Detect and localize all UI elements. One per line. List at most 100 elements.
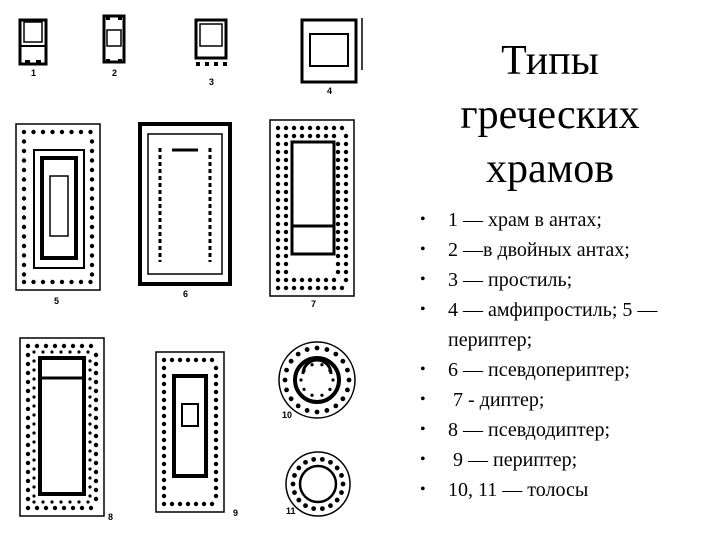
column-dot (335, 221, 341, 227)
column-dot (21, 272, 27, 277)
column-dot (299, 285, 305, 291)
bullet-icon: • (420, 451, 426, 468)
column-dot (299, 133, 305, 139)
column-dot (88, 343, 94, 349)
column-dot (40, 279, 46, 285)
column-dot (275, 189, 281, 195)
column-dot (283, 125, 289, 131)
column-dot (34, 343, 40, 349)
column-dot (283, 149, 289, 155)
column-dot (343, 165, 349, 171)
column-dot (93, 370, 99, 376)
column-dot (21, 196, 27, 201)
column-dot (52, 505, 58, 511)
column-dot (339, 473, 344, 478)
column-dot (177, 357, 183, 363)
column-dot (21, 177, 27, 182)
column-dot (275, 149, 281, 155)
column-dot (343, 253, 349, 259)
list-item-text: 7 - диптер; (448, 389, 545, 411)
column-dot (323, 285, 329, 291)
column-dot (213, 485, 219, 491)
column-dot (213, 477, 219, 483)
column-dot (291, 277, 297, 283)
column-dot (213, 397, 219, 403)
column-dot (89, 224, 95, 230)
column-dot (50, 279, 55, 285)
column-dot (340, 396, 346, 402)
list-item-text: 1 — храм в антах; (448, 209, 602, 231)
column-dot (89, 253, 95, 258)
column-dot (32, 449, 36, 453)
column-dot (93, 388, 99, 394)
column-dot (275, 229, 281, 235)
column-dot (201, 501, 207, 507)
column-dot (89, 272, 95, 277)
column-dot (339, 125, 345, 131)
column-dot (185, 357, 191, 363)
column-dot (213, 437, 219, 443)
column-dot (343, 213, 349, 219)
column-dot (213, 429, 219, 435)
column-dot (161, 421, 167, 427)
column-dot (169, 501, 175, 507)
column-dot (88, 485, 92, 489)
column-dot (335, 229, 341, 235)
column-dot (283, 197, 289, 203)
column-dot (213, 493, 219, 499)
column-dot (335, 189, 341, 195)
column-dot (89, 167, 95, 173)
column-dot (335, 269, 341, 275)
column-dot (343, 181, 349, 187)
column-dot (32, 500, 36, 504)
column-dot (323, 125, 329, 131)
column-dot (25, 424, 31, 430)
column-dot (32, 440, 36, 444)
column-dot (275, 181, 281, 187)
column-dot (86, 350, 90, 354)
column-dot (323, 277, 329, 283)
column-dot (25, 442, 31, 448)
column-dot (61, 505, 67, 511)
list-item: •2 —в двойных антах; (418, 235, 718, 265)
column-dot (88, 129, 93, 135)
column-dot (21, 262, 27, 268)
column-dot (283, 205, 289, 211)
column-dot (343, 189, 349, 195)
column-dot (283, 277, 289, 283)
column-dot (25, 433, 31, 439)
column-dot (343, 149, 349, 155)
column-dot (32, 395, 36, 399)
column-dot (32, 422, 36, 426)
column-dot (25, 496, 31, 502)
column-dot (78, 279, 84, 285)
column-dot (88, 505, 94, 511)
column-dot (290, 481, 296, 487)
column-dot (89, 262, 95, 268)
column-dot (319, 506, 325, 512)
plan-5-peripteros (15, 123, 101, 291)
column-dot (343, 205, 349, 211)
column-dot (161, 493, 167, 499)
column-dot (93, 469, 99, 475)
column-dot (193, 501, 199, 507)
column-dot (346, 377, 352, 383)
column-dot (25, 370, 31, 376)
column-dot (21, 279, 27, 285)
column-dot (213, 381, 219, 387)
column-dot (275, 213, 281, 219)
column-dot (343, 141, 349, 147)
column-dot (25, 451, 31, 457)
column-dot (88, 359, 92, 363)
column-dot (32, 413, 36, 417)
plan-3-prostyle (194, 18, 228, 66)
column-dot (213, 445, 219, 451)
column-dot (284, 387, 289, 393)
column-dot (335, 149, 341, 155)
column-dot (311, 456, 317, 462)
column-dot (32, 368, 36, 372)
column-dot (21, 186, 27, 192)
column-dot (331, 378, 335, 382)
column-dot (343, 221, 349, 227)
column-dot (335, 237, 341, 243)
